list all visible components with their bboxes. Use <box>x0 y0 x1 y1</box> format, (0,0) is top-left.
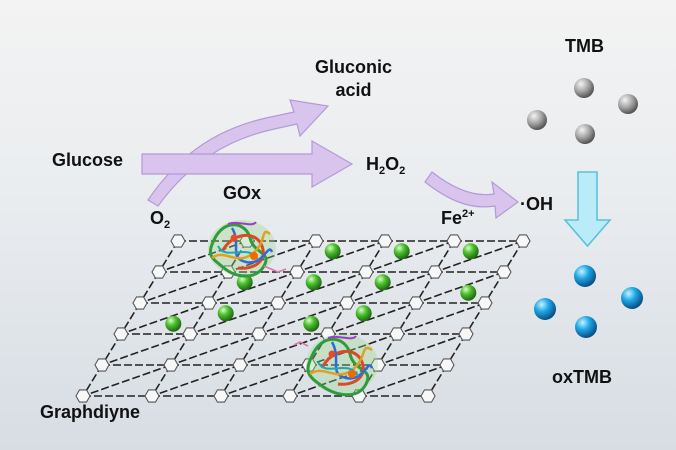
tmb-label: TMB <box>565 36 604 56</box>
diyne-link <box>327 302 417 335</box>
fe-ion-sphere <box>355 305 372 322</box>
o2-o: O <box>150 208 165 228</box>
diyne-link <box>434 240 524 273</box>
diyne-link <box>101 333 191 366</box>
fe-charge: 2+ <box>462 208 475 220</box>
diyne-link <box>396 302 486 335</box>
gox-enzyme-icon <box>208 220 287 278</box>
benzene-ring <box>213 389 229 403</box>
h2o2-sub2: 2 <box>399 165 406 177</box>
benzene-ring <box>270 296 286 310</box>
fe-ion-sphere <box>236 274 253 291</box>
fe-ion-sphere <box>324 243 341 260</box>
fe2-label: Fe2+ <box>441 208 475 229</box>
h2o2-h: H <box>366 154 379 174</box>
graphdiyne-lattice <box>82 240 524 397</box>
diyne-link <box>151 364 241 397</box>
hydroxyl-radical-label: ·OH <box>520 194 553 214</box>
diyne-link <box>365 240 455 273</box>
diyne-link <box>258 302 348 335</box>
diyne-link <box>82 364 172 397</box>
h2o2-label: H2O2 <box>366 154 405 177</box>
fe-ion-sphere <box>217 305 234 322</box>
benzene-ring <box>377 234 393 248</box>
benzene-ring <box>132 296 148 310</box>
diyne-link <box>158 240 248 273</box>
h2o2-o: O <box>385 154 400 174</box>
reaction-arrow <box>141 139 354 189</box>
benzene-ring <box>458 327 474 341</box>
benzene-ring <box>170 234 186 248</box>
fe-ion-sphere <box>165 315 182 332</box>
fe-ion-sphere <box>374 274 391 291</box>
benzene-ring <box>75 389 91 403</box>
benzene-ring <box>408 296 424 310</box>
diyne-link <box>346 271 436 304</box>
glucose-label: Glucose <box>52 150 124 170</box>
fe-ion-sphere <box>462 243 479 260</box>
benzene-ring <box>477 296 493 310</box>
benzene-ring <box>251 327 267 341</box>
benzene-ring <box>439 358 455 372</box>
benzene-ring <box>182 327 198 341</box>
benzene-ring <box>163 358 179 372</box>
oxtmb-molecules <box>534 265 643 338</box>
benzene-ring <box>289 265 305 279</box>
fe-ion-sphere <box>393 243 410 260</box>
reaction-arrow-curved <box>424 171 520 220</box>
fe-ion-sphere <box>305 274 322 291</box>
benzene-ring <box>232 358 248 372</box>
benzene-ring <box>427 265 443 279</box>
graphdiyne-label: Graphdiyne <box>40 402 141 422</box>
benzene-ring <box>389 327 405 341</box>
diyne-link <box>189 302 279 335</box>
fe-ion-sphere <box>460 284 477 301</box>
benzene-ring <box>151 265 167 279</box>
tmb-molecules <box>527 78 638 144</box>
diyne-link <box>208 271 298 304</box>
down-arrow <box>563 171 612 248</box>
h2o2-sub1: 2 <box>379 165 386 177</box>
gox-label: GOx <box>223 183 262 203</box>
benzene-ring <box>515 234 531 248</box>
benzene-ring <box>420 389 436 403</box>
diyne-link <box>227 240 317 273</box>
benzene-ring <box>496 265 512 279</box>
fe-ions <box>165 243 479 332</box>
benzene-ring <box>144 389 160 403</box>
gluconic-acid-line1: Gluconic <box>315 57 393 77</box>
oxtmb-label: oxTMB <box>552 367 612 387</box>
diyne-link <box>415 271 505 304</box>
benzene-ring <box>308 234 324 248</box>
o2-sub: 2 <box>164 219 171 231</box>
diyne-link <box>170 333 260 366</box>
diyne-link <box>139 271 229 304</box>
benzene-rings <box>75 234 531 403</box>
benzene-ring <box>358 265 374 279</box>
diyne-link <box>220 364 310 397</box>
fe-base: Fe <box>441 208 463 228</box>
diyne-link <box>239 333 329 366</box>
gox-enzyme-icon <box>293 334 378 397</box>
benzene-ring <box>94 358 110 372</box>
diyne-link <box>296 240 386 273</box>
fe-ion-sphere <box>303 315 320 332</box>
benzene-ring <box>113 327 129 341</box>
gluconic-acid-label: Gluconic acid <box>315 56 392 102</box>
benzene-ring <box>201 296 217 310</box>
diyne-link <box>377 333 467 366</box>
diyne-link <box>358 364 448 397</box>
gluconic-acid-line2: acid <box>335 80 372 100</box>
benzene-ring <box>282 389 298 403</box>
diyne-link <box>120 302 210 335</box>
benzene-ring <box>446 234 462 248</box>
benzene-ring <box>339 296 355 310</box>
diyne-link <box>277 271 367 304</box>
diyne-link <box>308 333 398 366</box>
o2-label: O2 <box>150 208 170 231</box>
